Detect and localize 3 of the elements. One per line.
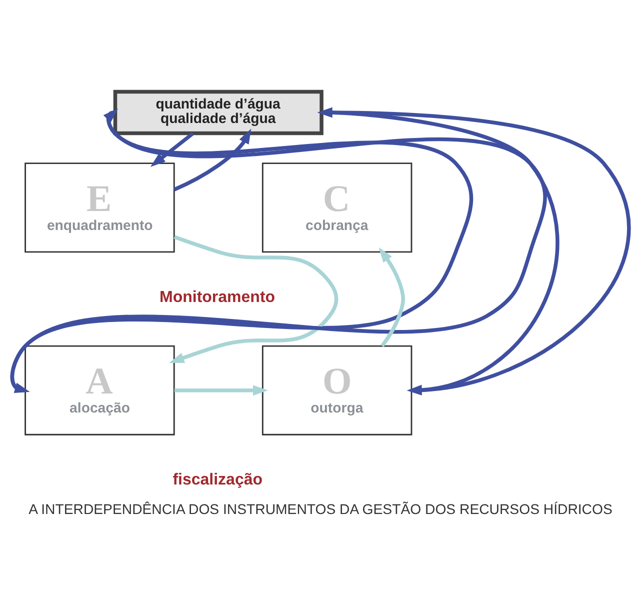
label: fiscalização (172, 472, 263, 489)
node-text: Monitoramento (160, 288, 276, 306)
caption: A INTERDEPENDÊNCIA DOS INSTRUMENTOS DA GESTÃO DOS RECURSOS HÍDRICOS (28, 500, 612, 517)
